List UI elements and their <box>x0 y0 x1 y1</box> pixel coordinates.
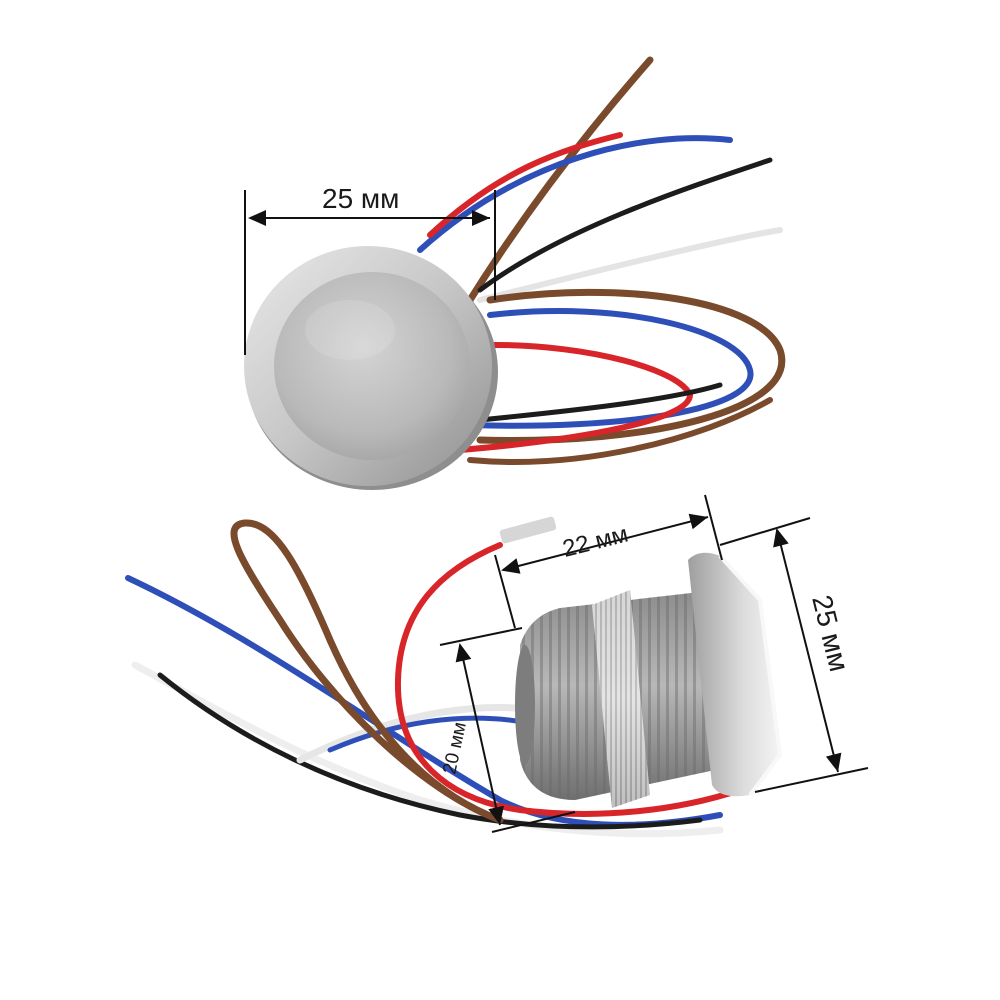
reader-front <box>244 246 498 490</box>
dimension-top-diameter: 25 мм <box>244 183 496 355</box>
dimension-label-thread-length: 22 мм <box>560 521 631 563</box>
dimension-label-bezel-diameter: 25 мм <box>806 592 855 675</box>
bottom-wires <box>125 516 743 838</box>
reader-side <box>515 552 783 808</box>
dimension-label-thread-diameter: 20 мм <box>439 720 470 776</box>
dimension-label-top-diameter: 25 мм <box>322 183 399 214</box>
